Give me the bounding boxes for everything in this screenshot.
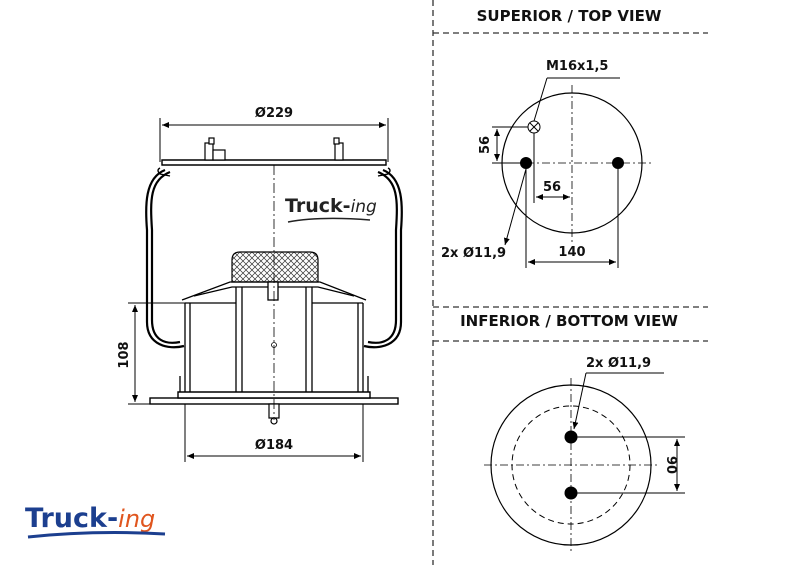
height-label: 108 xyxy=(117,341,132,368)
top-view-centerlines xyxy=(494,85,652,242)
bottom-diameter-label: Ø184 xyxy=(255,438,293,453)
vertical-offset-label: 56 xyxy=(478,136,493,154)
top-diameter-label: Ø229 xyxy=(255,106,293,121)
svg-text:Truck-ing: Truck-ing xyxy=(25,503,155,534)
horizontal-offset-label: 56 xyxy=(543,180,561,195)
thread-label: M16x1,5 xyxy=(546,59,608,74)
brand-logo: Truck-ing xyxy=(25,503,166,539)
bottom-hole-upper xyxy=(564,430,578,444)
hole-spacing-dimension xyxy=(525,169,619,268)
bottom-view-heading: INFERIOR / BOTTOM VIEW xyxy=(460,312,678,330)
top-hole-left xyxy=(520,157,532,169)
horizontal-offset-dimension xyxy=(533,133,570,203)
side-view-watermark: Truck-ing xyxy=(285,195,377,223)
hole-spacing-label: 140 xyxy=(558,245,585,260)
top-view-heading: SUPERIOR / TOP VIEW xyxy=(477,7,662,25)
bottom-view-centerlines xyxy=(484,378,658,552)
vertical-offset-dimension xyxy=(492,126,528,164)
top-diameter-dimension xyxy=(159,118,389,162)
svg-text:Truck-ing: Truck-ing xyxy=(285,195,377,217)
bottom-holes-leader xyxy=(572,372,664,430)
bottom-diameter-dimension xyxy=(184,404,364,462)
bottom-hole-lower xyxy=(564,486,578,500)
rubber-bellows xyxy=(145,168,403,349)
side-view: Ø229 xyxy=(117,106,403,462)
height-dimension xyxy=(128,302,185,405)
top-view: SUPERIOR / TOP VIEW M16x1,5 56 xyxy=(441,7,662,268)
top-studs xyxy=(204,137,344,161)
bottom-view: INFERIOR / BOTTOM VIEW 2x Ø11,9 90 xyxy=(460,312,685,552)
top-holes-label: 2x Ø11,9 xyxy=(441,246,506,261)
bottom-spacing-label: 90 xyxy=(663,456,678,474)
piston-bumper xyxy=(231,251,319,283)
bottom-holes-label: 2x Ø11,9 xyxy=(586,356,651,371)
bottom-spacing-dimension xyxy=(577,436,685,494)
top-hole-right xyxy=(612,157,624,169)
center-mark xyxy=(271,342,277,348)
thread-leader xyxy=(533,77,620,122)
top-holes-leader xyxy=(503,168,527,246)
view-separators xyxy=(432,0,708,565)
thread-hole-icon xyxy=(527,120,541,134)
